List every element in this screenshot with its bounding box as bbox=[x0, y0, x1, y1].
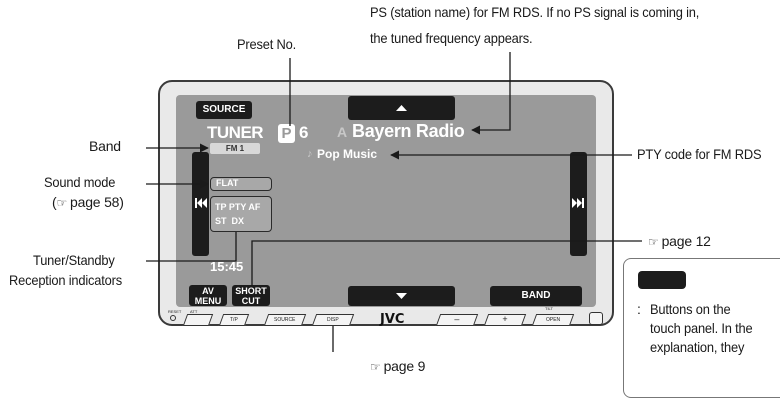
legend-text-2: touch panel. In the bbox=[650, 320, 753, 336]
down-button[interactable] bbox=[348, 286, 455, 306]
pointing-hand-icon: ☞ bbox=[56, 196, 68, 210]
tuner-leader bbox=[146, 232, 237, 262]
preset-p-badge: P bbox=[278, 124, 295, 143]
page12-ref: ☞page 12 bbox=[648, 233, 711, 249]
station-name: Bayern Radio bbox=[352, 121, 465, 141]
preset-no-annotation: Preset No. bbox=[237, 36, 297, 52]
preset-number: 6 bbox=[299, 123, 309, 142]
ps-icon: A bbox=[337, 124, 348, 140]
band-annotation: Band bbox=[89, 138, 121, 154]
ps-leader bbox=[471, 52, 511, 135]
legend-text-1: Buttons on the bbox=[650, 301, 731, 317]
att-label: ATT bbox=[190, 309, 198, 314]
brand-logo: JVC bbox=[380, 312, 405, 327]
leader-lines bbox=[146, 52, 642, 352]
eject-hw-button[interactable] bbox=[589, 312, 603, 325]
reception-indicators: TP PTY AF ST DX bbox=[210, 196, 272, 232]
legend-text-3: explanation, they bbox=[650, 339, 745, 355]
pty-code: Pop Music bbox=[317, 147, 378, 161]
sound-mode-annotation: Sound mode bbox=[44, 174, 116, 190]
page9-ref: ☞page 9 bbox=[370, 358, 426, 374]
ps-annotation-line2: the tuned frequency appears. bbox=[370, 30, 533, 46]
skip-forward-button[interactable] bbox=[570, 152, 587, 256]
band-button[interactable]: BAND bbox=[490, 286, 582, 306]
skip-back-button[interactable] bbox=[192, 152, 209, 256]
band-value: FM 1 bbox=[210, 143, 260, 154]
tuner-indicator-annotation-1: Tuner/Standby bbox=[33, 252, 115, 268]
sound-mode-page-ref: (☞page 58) bbox=[52, 194, 124, 210]
ps-annotation-line1: PS (station name) for FM RDS. If no PS s… bbox=[370, 4, 700, 20]
reset-label: RESET bbox=[168, 309, 182, 314]
reset-button[interactable] bbox=[170, 315, 176, 321]
legend-button-sample bbox=[638, 271, 686, 289]
triangle-down-icon bbox=[396, 293, 407, 299]
tilt-label: TILT bbox=[545, 306, 553, 311]
tuner-indicator-annotation-2: Reception indicators bbox=[9, 272, 123, 288]
tuner-source-label: TUNER bbox=[207, 123, 264, 142]
source-button[interactable]: SOURCE bbox=[196, 101, 252, 119]
triangle-up-icon bbox=[396, 105, 407, 111]
clock: 15:45 bbox=[210, 259, 244, 274]
pointing-hand-icon: ☞ bbox=[648, 235, 659, 249]
sound-mode-indicator: FLAT bbox=[210, 177, 272, 191]
page12-leader bbox=[251, 240, 642, 286]
indicators-row-1: TP PTY AF bbox=[215, 202, 261, 212]
legend-colon: : bbox=[637, 301, 641, 317]
indicators-row-2: ST DX bbox=[215, 216, 245, 226]
pointing-hand-icon: ☞ bbox=[370, 360, 381, 374]
pty-annotation: PTY code for FM RDS bbox=[637, 146, 762, 162]
skip-back-icon bbox=[195, 198, 207, 208]
skip-forward-icon bbox=[572, 198, 584, 208]
music-note-icon: ♪ bbox=[307, 148, 313, 160]
up-button[interactable] bbox=[348, 96, 455, 120]
